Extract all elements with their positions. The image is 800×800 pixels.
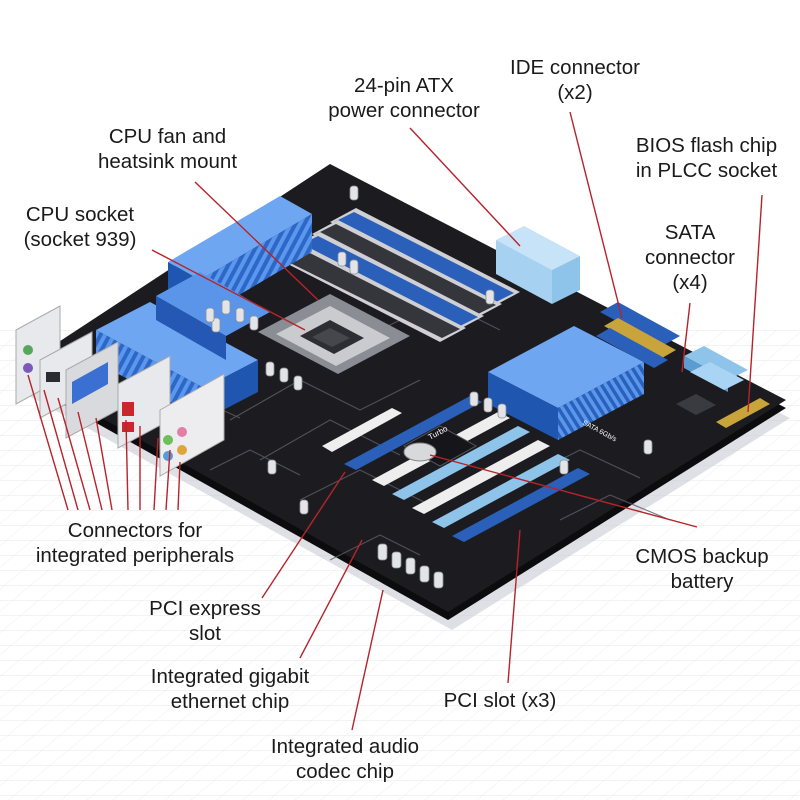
label-pci: PCI slot (x3) bbox=[443, 689, 557, 712]
leader-lines bbox=[27, 111, 763, 731]
leader-cpu-socket bbox=[151, 249, 306, 331]
leader-atx-power bbox=[409, 127, 521, 247]
label-cmos: CMOS backup battery bbox=[635, 545, 769, 593]
leader-ide bbox=[569, 111, 623, 319]
header-pins bbox=[716, 398, 770, 428]
label-sata: SATA connector (x4) bbox=[644, 221, 736, 294]
leader-pci bbox=[507, 529, 521, 684]
label-ethernet: Integrated gigabit ethernet chip bbox=[150, 665, 310, 713]
bios-chip bbox=[676, 394, 716, 415]
atx-connector bbox=[496, 226, 580, 304]
label-cpu-socket: CPU socket (socket 939) bbox=[23, 203, 137, 251]
capacitors bbox=[205, 185, 653, 589]
rear-io-panel bbox=[15, 305, 225, 477]
leader-pcie bbox=[261, 471, 346, 599]
ide-connectors bbox=[596, 302, 680, 368]
leader-cpu-fan bbox=[194, 181, 319, 301]
dimm-slots bbox=[276, 208, 520, 342]
label-pcie: PCI express slot bbox=[149, 597, 261, 645]
vrm-heatsinks bbox=[96, 196, 312, 420]
label-bios: BIOS flash chip in PLCC socket bbox=[635, 134, 778, 182]
label-cpu-fan: CPU fan and heatsink mount bbox=[97, 125, 238, 173]
sata-connectors bbox=[684, 346, 748, 392]
leader-ethernet bbox=[299, 539, 363, 659]
leader-cmos bbox=[429, 454, 698, 528]
leader-audio bbox=[351, 589, 384, 731]
leader-peripherals bbox=[27, 374, 181, 511]
label-audio: Integrated audio codec chip bbox=[270, 735, 420, 783]
label-ide: IDE connector (x2) bbox=[510, 56, 640, 104]
leader-sata bbox=[681, 302, 691, 373]
label-atx-power: 24-pin ATX power connector bbox=[328, 74, 480, 122]
label-peripherals: Connectors for integrated peripherals bbox=[35, 519, 235, 567]
leader-bios bbox=[747, 194, 763, 413]
cpu-socket-art bbox=[258, 294, 410, 374]
cmos-battery bbox=[403, 442, 437, 462]
